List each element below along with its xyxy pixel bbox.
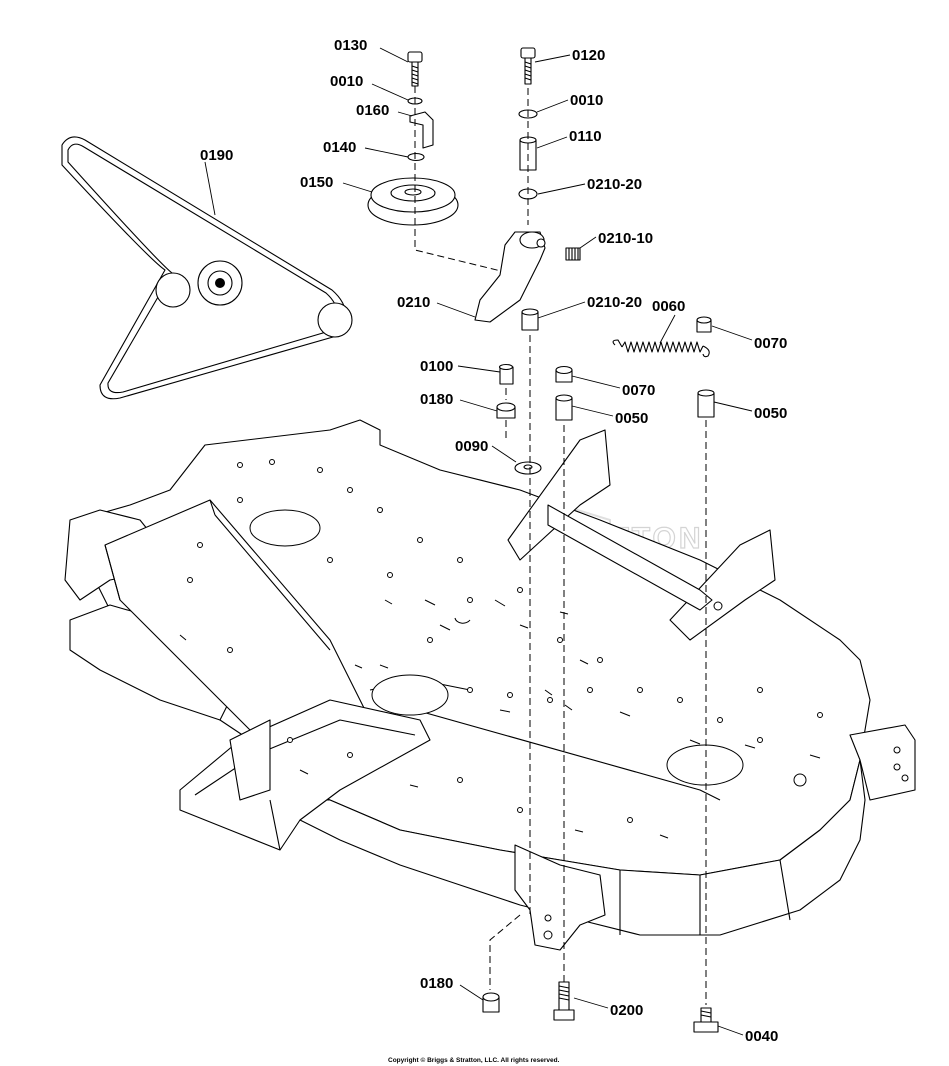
label-0210: 0210: [397, 294, 430, 311]
part-labels: 0130 0010 0160 0140 0150 0190 0120 0010 …: [200, 37, 787, 1045]
label-0100: 0100: [420, 358, 453, 375]
label-0210-10: 0210-10: [598, 230, 653, 247]
label-0040: 0040: [745, 1028, 778, 1045]
label-0210-20-upper: 0210-20: [587, 176, 642, 193]
idler-pulley-stack: [367, 51, 506, 273]
label-0120: 0120: [572, 47, 605, 64]
label-0150: 0150: [300, 174, 333, 191]
idler-arm-stack: [474, 47, 581, 915]
label-0050-right: 0050: [754, 405, 787, 422]
leader-lines: [204, 47, 753, 1036]
label-0070-center: 0070: [622, 382, 655, 399]
label-0210-20-lower: 0210-20: [587, 294, 642, 311]
label-0190: 0190: [200, 147, 233, 164]
label-0060: 0060: [652, 298, 685, 315]
label-0070-right: 0070: [754, 335, 787, 352]
label-0010-right: 0010: [570, 92, 603, 109]
label-0140: 0140: [323, 139, 356, 156]
drive-belt-0190: [61, 136, 353, 400]
deck-mounting-holes: [179, 459, 823, 839]
label-0010-left: 0010: [330, 73, 363, 90]
label-0180-upper: 0180: [420, 391, 453, 408]
label-0130: 0130: [334, 37, 367, 54]
label-0110: 0110: [569, 128, 602, 145]
copyright-notice: Copyright © Briggs & Stratton, LLC. All …: [388, 1056, 560, 1064]
spring-and-hardware: [489, 316, 715, 1005]
bottom-hardware: [482, 981, 719, 1033]
mower-deck-shell: [64, 419, 916, 951]
label-0050-center: 0050: [615, 410, 648, 427]
label-0180-lower: 0180: [420, 975, 453, 992]
label-0160: 0160: [356, 102, 389, 119]
label-0090: 0090: [455, 438, 488, 455]
label-0200: 0200: [610, 1002, 643, 1019]
